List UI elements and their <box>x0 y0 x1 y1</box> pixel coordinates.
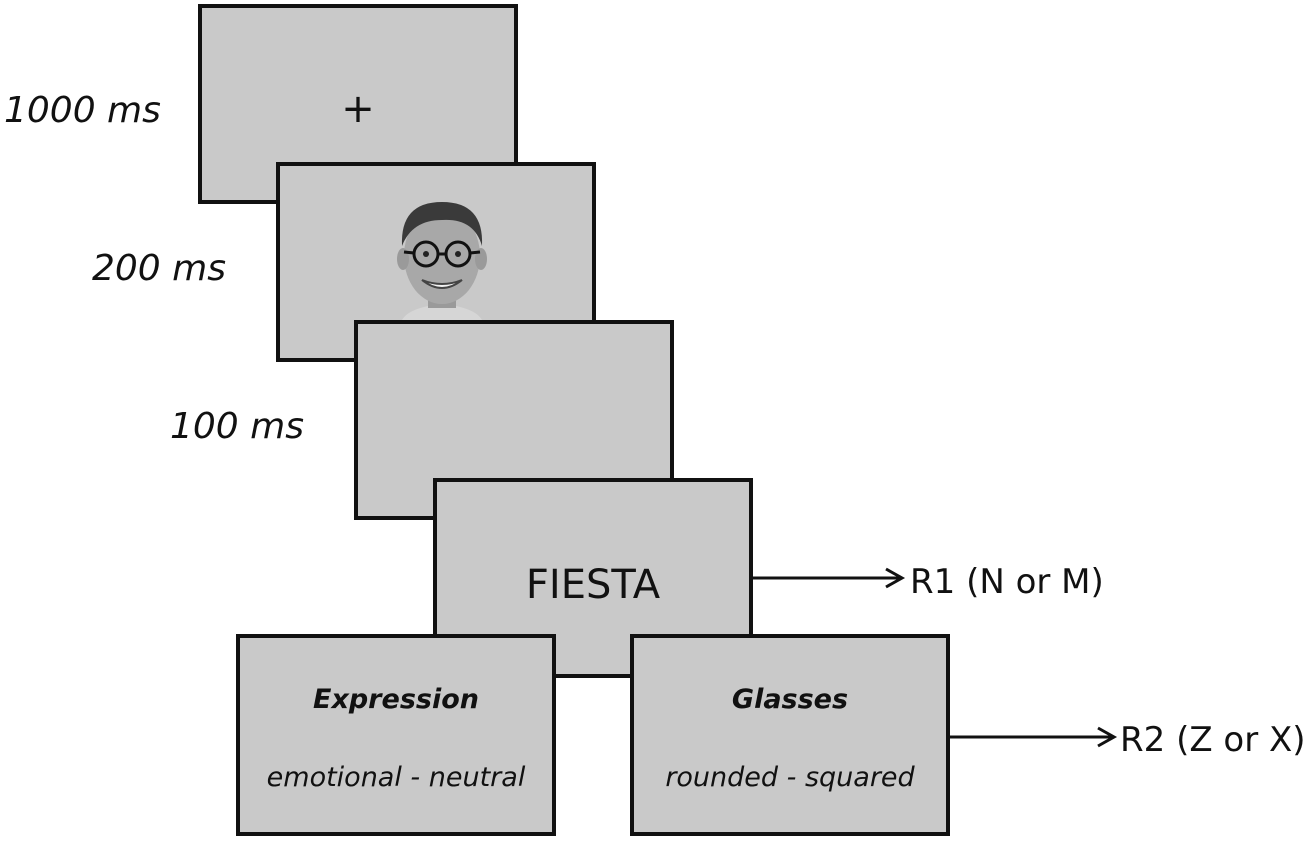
response-r1: R1 (N or M) <box>910 562 1104 602</box>
blank-duration: 100 ms <box>170 406 304 447</box>
arrow-r2 <box>950 726 1118 748</box>
target-word: FIESTA <box>525 562 661 608</box>
face-duration: 200 ms <box>92 248 226 289</box>
fixation-duration: 1000 ms <box>4 90 161 131</box>
expression-options: emotional - neutral <box>266 762 526 793</box>
glasses-title: Glasses <box>731 684 849 715</box>
expression-title: Expression <box>313 684 479 715</box>
expression-task-screen: Expression emotional - neutral <box>236 634 556 836</box>
glasses-task-screen: Glasses rounded - squared <box>630 634 950 836</box>
response-r2: R2 (Z or X) <box>1120 720 1306 760</box>
face-with-round-glasses-icon <box>397 202 487 326</box>
glasses-options: rounded - squared <box>665 762 915 793</box>
arrow-r1 <box>752 567 906 589</box>
fixation-cross: + <box>341 86 375 132</box>
